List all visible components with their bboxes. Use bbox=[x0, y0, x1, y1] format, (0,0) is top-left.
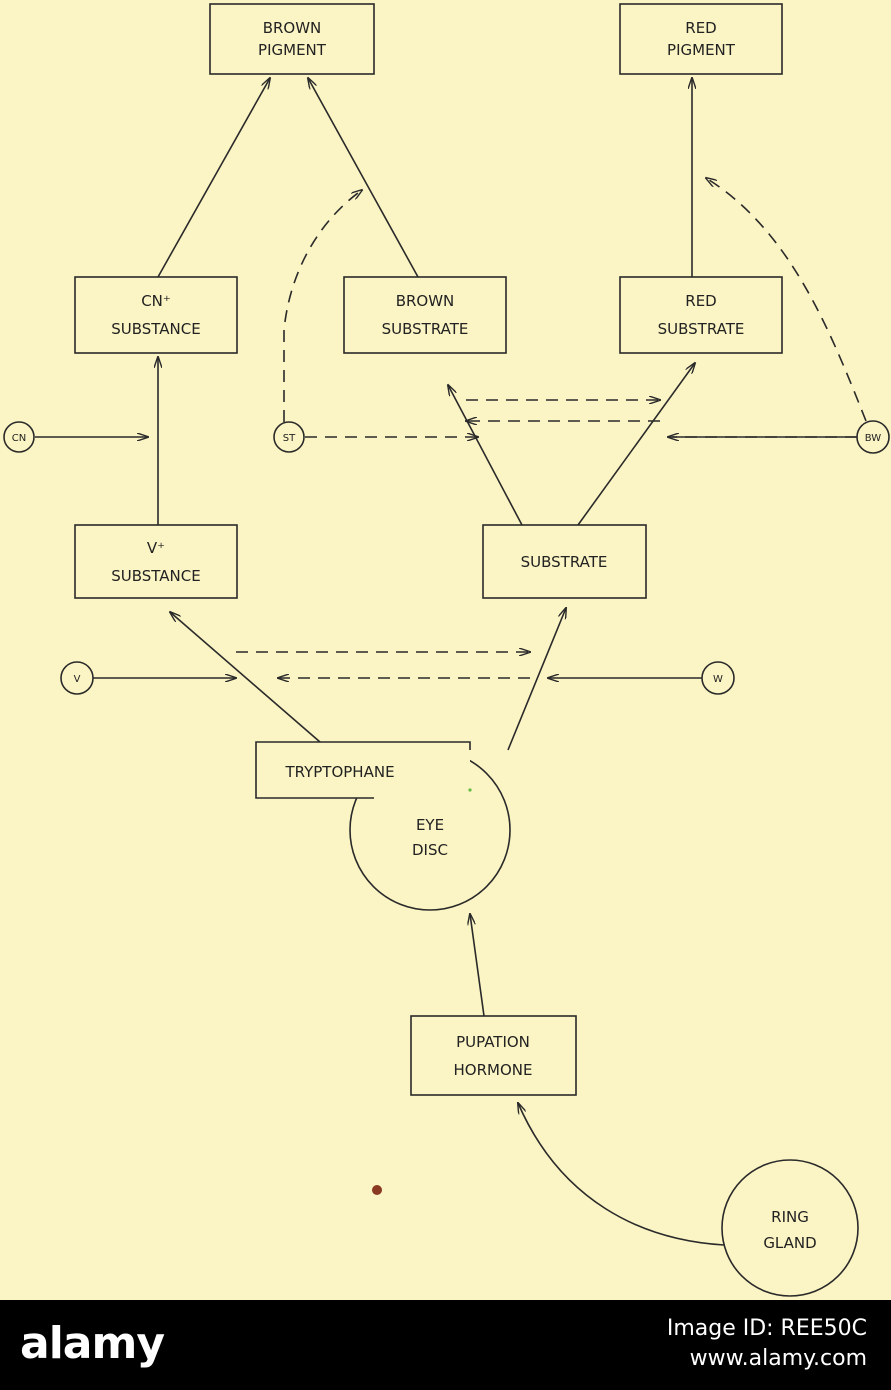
arrow-tryptophane-to-v-substance bbox=[170, 612, 321, 743]
site-url: www.alamy.com bbox=[689, 1346, 867, 1371]
brown-pigment-box: BROWN PIGMENT bbox=[209, 3, 375, 75]
bw-gene-label: BW bbox=[865, 433, 882, 444]
red-pigment-label-2: PIGMENT bbox=[667, 41, 736, 59]
image-id-text: Image ID: REE50C bbox=[666, 1316, 867, 1341]
brown-substrate-label-1: BROWN bbox=[396, 292, 455, 310]
red-substrate-label-2: SUBSTRATE bbox=[658, 320, 745, 338]
red-pigment-label-1: RED bbox=[685, 19, 716, 37]
bw-gene-circle: BW bbox=[856, 420, 890, 454]
diagram-page: BROWN PIGMENT RED PIGMENT CN⁺ SUBSTANCE … bbox=[3, 3, 890, 1297]
pupation-hormone-box: PUPATION HORMONE bbox=[410, 1015, 577, 1096]
v-gene-circle: V bbox=[60, 661, 94, 695]
v-substance-box: V⁺ SUBSTANCE bbox=[74, 524, 238, 599]
brown-pigment-label-2: PIGMENT bbox=[258, 41, 327, 59]
pupation-hormone-label-2: HORMONE bbox=[454, 1061, 533, 1079]
dashed-bw-to-red-pigment bbox=[706, 178, 867, 422]
gene-action-diagram: BROWN PIGMENT RED PIGMENT CN⁺ SUBSTANCE … bbox=[3, 3, 890, 1297]
ring-gland-circle: RING GLAND bbox=[721, 1159, 859, 1297]
cn-gene-circle: CN bbox=[3, 421, 35, 453]
substrate-box: SUBSTRATE bbox=[482, 524, 647, 599]
solid-arrows bbox=[35, 78, 857, 1246]
arrow-cn-to-brown-pigment bbox=[157, 78, 270, 278]
w-gene-circle: W bbox=[701, 661, 735, 695]
v-substance-label-2: SUBSTANCE bbox=[111, 567, 200, 585]
arrow-substrate-to-brown-substrate bbox=[448, 385, 523, 526]
ring-gland-label-1: RING bbox=[771, 1208, 809, 1226]
cn-gene-label: CN bbox=[12, 433, 26, 444]
v-substance-label-1: V⁺ bbox=[147, 539, 165, 557]
tryptophane-box: TRYPTOPHANE bbox=[255, 741, 471, 799]
brown-substrate-box: BROWN SUBSTRATE bbox=[343, 276, 507, 354]
arrow-substrate-to-red-substrate bbox=[577, 363, 695, 526]
image-reference: Image ID: REE50C www.alamy.com bbox=[667, 1314, 867, 1374]
speck-mark-small bbox=[468, 788, 472, 792]
ring-gland-label-2: GLAND bbox=[763, 1234, 816, 1252]
pupation-hormone-label-1: PUPATION bbox=[456, 1033, 530, 1051]
arrow-tryptophane-to-substrate bbox=[507, 608, 566, 751]
w-gene-label: W bbox=[713, 674, 723, 685]
cn-substance-label-2: SUBSTANCE bbox=[111, 320, 200, 338]
substrate-label: SUBSTRATE bbox=[521, 553, 608, 571]
st-gene-circle: ST bbox=[273, 421, 305, 453]
brown-substrate-label-2: SUBSTRATE bbox=[382, 320, 469, 338]
red-substrate-box: RED SUBSTRATE bbox=[619, 276, 783, 354]
red-pigment-box: RED PIGMENT bbox=[619, 3, 783, 75]
v-gene-label: V bbox=[74, 674, 81, 685]
eye-disc-label-2: DISC bbox=[412, 841, 448, 859]
speck-mark bbox=[372, 1185, 382, 1195]
arrow-ring-gland-to-hormone bbox=[518, 1103, 725, 1246]
st-gene-label: ST bbox=[283, 433, 296, 444]
tryptophane-label: TRYPTOPHANE bbox=[284, 763, 394, 781]
cn-substance-label-1: CN⁺ bbox=[141, 292, 171, 310]
arrow-brown-substrate-to-brown-pigment bbox=[308, 78, 419, 278]
dashed-st-to-brown-pigment bbox=[283, 190, 362, 422]
red-substrate-label-1: RED bbox=[685, 292, 716, 310]
alamy-logo: alamy bbox=[20, 1318, 165, 1369]
arrow-hormone-to-eye-disc bbox=[470, 914, 485, 1017]
cn-substance-box: CN⁺ SUBSTANCE bbox=[74, 276, 238, 354]
dashed-arrows bbox=[236, 178, 867, 678]
watermark-banner: alamy Image ID: REE50C www.alamy.com bbox=[0, 1300, 891, 1390]
brown-pigment-label-1: BROWN bbox=[263, 19, 322, 37]
eye-disc-label-1: EYE bbox=[416, 816, 444, 834]
